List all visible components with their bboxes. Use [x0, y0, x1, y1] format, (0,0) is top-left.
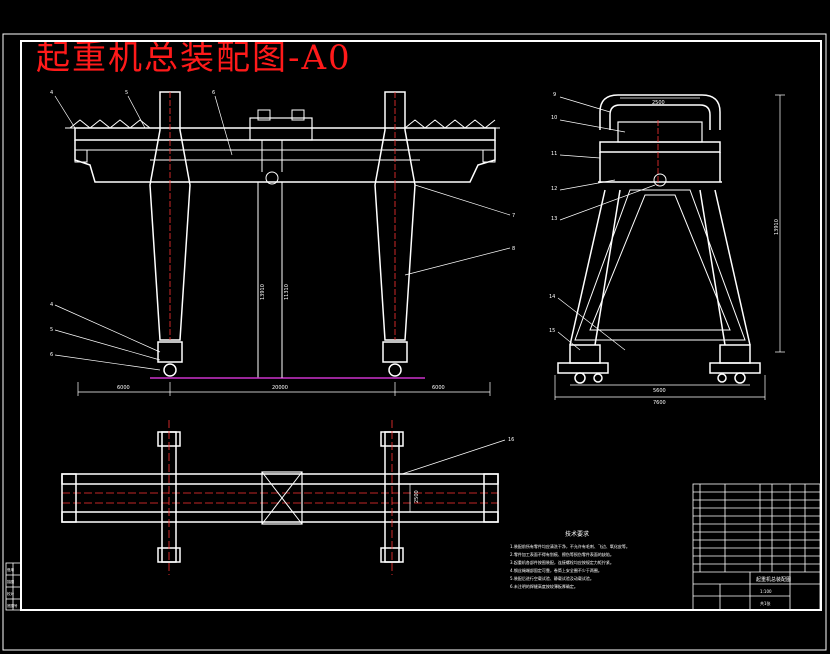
callout-label: 9 [553, 92, 556, 98]
dim-side-base-outer: 7600 [653, 400, 666, 406]
title-block-drawing-name: 起重机总装配图 [756, 576, 791, 583]
note-line: 1.装配前所有零件均应清洗干净，不允许有毛刺、飞边、氧化皮等。 [510, 543, 630, 549]
left-stamp-label: 借用 [7, 567, 14, 572]
callout-label: 5 [125, 90, 128, 96]
side-trolley [617, 121, 703, 143]
drawing-title: 起重机总装配图-A0 [36, 38, 352, 78]
callout-label: 7 [512, 213, 515, 219]
dim-side-top: 2500 [652, 100, 665, 106]
callout-label: 8 [512, 246, 515, 252]
side-view [557, 94, 761, 384]
callout-label: 13 [551, 216, 557, 222]
dim-height-main: 13910 [260, 284, 266, 300]
notes-title: 技术要求 [565, 530, 589, 538]
callout-label: 14 [549, 294, 555, 300]
dim-trolley-gauge: 2500 [414, 490, 420, 503]
dim-side-base-inner: 5600 [653, 388, 666, 394]
side-frame [598, 152, 722, 183]
callout-label: 15 [549, 328, 555, 334]
front-view [65, 91, 500, 378]
left-stamp-label: 底图号 [7, 603, 18, 608]
callout-label: 6 [50, 352, 53, 358]
title-block-scale: 1:100 [760, 589, 772, 594]
callout-label: 12 [551, 186, 557, 192]
side-dims [554, 94, 785, 400]
callout-label: 5 [50, 327, 53, 333]
note-line: 4.钢丝绳端部固定可靠，卷筒上安全圈不少于两圈。 [510, 567, 602, 573]
inner-frame [20, 40, 822, 611]
left-stamp-table [5, 562, 22, 611]
callout-label: 4 [50, 302, 53, 308]
side-callout-leaders [557, 96, 656, 351]
plan-dims [401, 439, 506, 513]
plan-view [61, 420, 499, 575]
dim-side-height: 13910 [774, 219, 780, 235]
note-line: 5.装配后进行空载试验、静载试验及动载试验。 [510, 575, 594, 581]
note-line: 3.起重机各部件按图装配，连接螺栓均应按规定力矩拧紧。 [510, 559, 614, 565]
outer-frame [2, 33, 827, 651]
dim-span: 20000 [272, 385, 288, 391]
title-block [692, 483, 821, 611]
note-line: 6.未注明的焊缝高度按较薄板厚确定。 [510, 583, 578, 589]
note-line: 2.零件加工表面不得有划痕、擦伤等损伤零件表面的缺陷。 [510, 551, 614, 557]
main-girder [74, 127, 496, 141]
dim-right-overhang: 6000 [432, 385, 445, 391]
left-stamp-label: 描图 [7, 579, 14, 584]
callout-label: 11 [551, 151, 557, 157]
front-dims [77, 182, 491, 396]
callout-label: 4 [50, 90, 53, 96]
left-leg [149, 91, 191, 341]
left-stamp-label: 校对 [7, 591, 14, 596]
dim-height-inner: 11310 [284, 284, 290, 300]
callout-label: 16 [508, 437, 514, 443]
right-leg [374, 91, 416, 341]
title-block-sheet: 共1张 [760, 600, 771, 606]
callout-label: 10 [551, 115, 557, 121]
callout-label: 6 [212, 90, 215, 96]
dim-left-overhang: 6000 [117, 385, 130, 391]
trolley [249, 117, 313, 141]
front-callout-leaders [54, 95, 511, 371]
plan-trolley [261, 471, 303, 525]
